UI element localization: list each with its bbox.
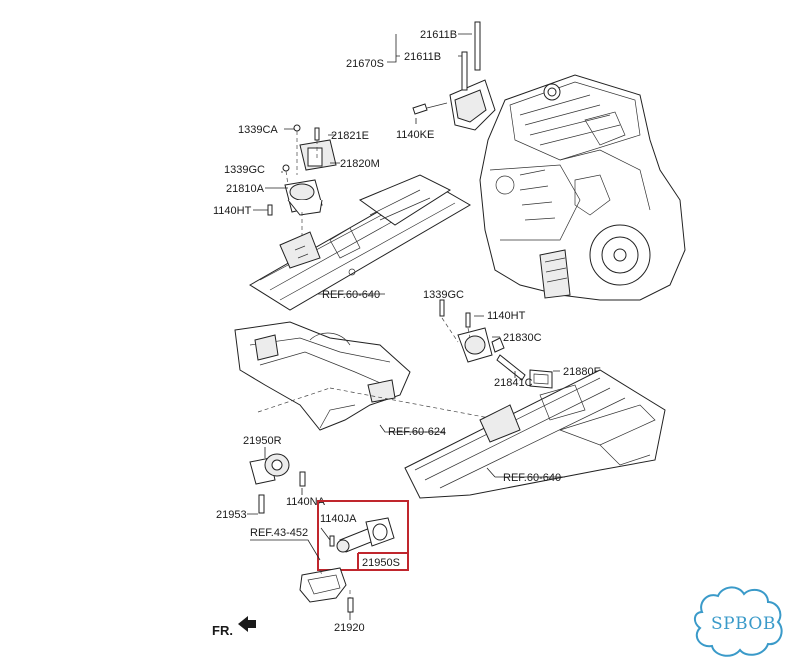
- label-1339ca: 1339CA: [238, 124, 278, 136]
- label-21950s: 21950S: [362, 557, 400, 569]
- label-ref-60-624: REF.60-624: [388, 426, 446, 438]
- label-1339gc-right: 1339GC: [423, 289, 464, 301]
- label-21841c: 21841C: [494, 377, 533, 389]
- frame-rail-right: [404, 369, 666, 499]
- label-21670s: 21670S: [346, 58, 384, 70]
- front-arrow-icon: [238, 616, 256, 632]
- label-21920: 21920: [334, 622, 365, 634]
- label-21820m: 21820M: [340, 158, 380, 170]
- mount-21830c: [439, 299, 553, 389]
- label-ref-43-452: REF.43-452: [250, 527, 308, 539]
- mount-21950r: [249, 453, 306, 514]
- label-ref-60-640-upper: REF.60-640: [322, 289, 380, 301]
- label-21611b-lower: 21611B: [404, 51, 441, 63]
- label-1140na: 1140NA: [286, 496, 326, 508]
- highlight-box-21950s: [317, 500, 409, 571]
- front-direction-indicator: FR.: [212, 616, 256, 638]
- label-1140ht-right: 1140HT: [487, 310, 526, 322]
- roll-rod-21950s: [329, 517, 395, 553]
- label-21810a: 21810A: [226, 183, 265, 195]
- label-21821e: 21821E: [331, 130, 369, 142]
- label-1140ja: 1140JA: [320, 513, 357, 525]
- label-ref-60-640-lower: REF.60-640: [503, 472, 561, 484]
- watermark-logo: SPBOB: [694, 586, 783, 657]
- engine-illustration: [479, 74, 686, 301]
- bracket-21920: [299, 567, 354, 613]
- mount-21810a: [267, 124, 337, 216]
- front-label: FR.: [212, 623, 233, 638]
- label-21953: 21953: [216, 509, 247, 521]
- subframe: [234, 321, 411, 431]
- label-21830c: 21830C: [503, 332, 542, 344]
- label-21950r: 21950R: [243, 435, 282, 447]
- label-1140ke: 1140KE: [396, 129, 434, 141]
- watermark-text: SPBOB: [711, 614, 776, 634]
- label-1140ht-upper: 1140HT: [213, 205, 252, 217]
- label-1339gc-upper: 1339GC: [224, 164, 265, 176]
- label-21611b-upper: 21611B: [420, 29, 457, 41]
- frame-rail-left: [249, 174, 471, 311]
- mount-21670s: [412, 21, 496, 131]
